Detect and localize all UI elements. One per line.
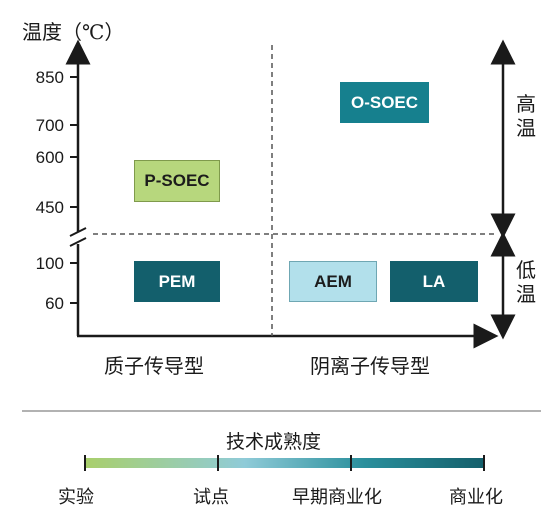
y-tick-label-850: 850 [35,68,64,87]
axis-break-mark [69,227,87,237]
stage-experimental: 实验 [58,487,94,508]
y-tick-label-100: 100 [35,254,64,273]
y-axis-title: 温度（℃） [22,20,125,44]
stage-early-commercial: 早期商业化 [292,487,382,508]
y-tick-label-450: 450 [35,198,64,217]
axis-break-mark [69,237,87,247]
category-anion-conducting: 阴离子传导型 [310,354,430,378]
stage-commercial: 商业化 [449,487,503,508]
y-tick-label-700: 700 [35,116,64,135]
pem-box: PEM [134,261,220,302]
low-temp-label: 低温 [516,258,536,306]
high-temp-label: 高温 [516,92,536,140]
stage-pilot: 试点 [193,487,229,508]
category-proton-conducting: 质子传导型 [104,354,204,378]
p-soec-box: P-SOEC [134,160,220,202]
y-tick-label-60: 60 [45,294,64,313]
o-soec-box: O-SOEC [340,82,429,123]
aem-box: AEM [289,261,377,302]
y-tick-label-600: 600 [35,148,64,167]
la-box: LA [390,261,478,302]
maturity-title: 技术成熟度 [226,431,322,453]
maturity-gradient-bar [85,458,484,468]
